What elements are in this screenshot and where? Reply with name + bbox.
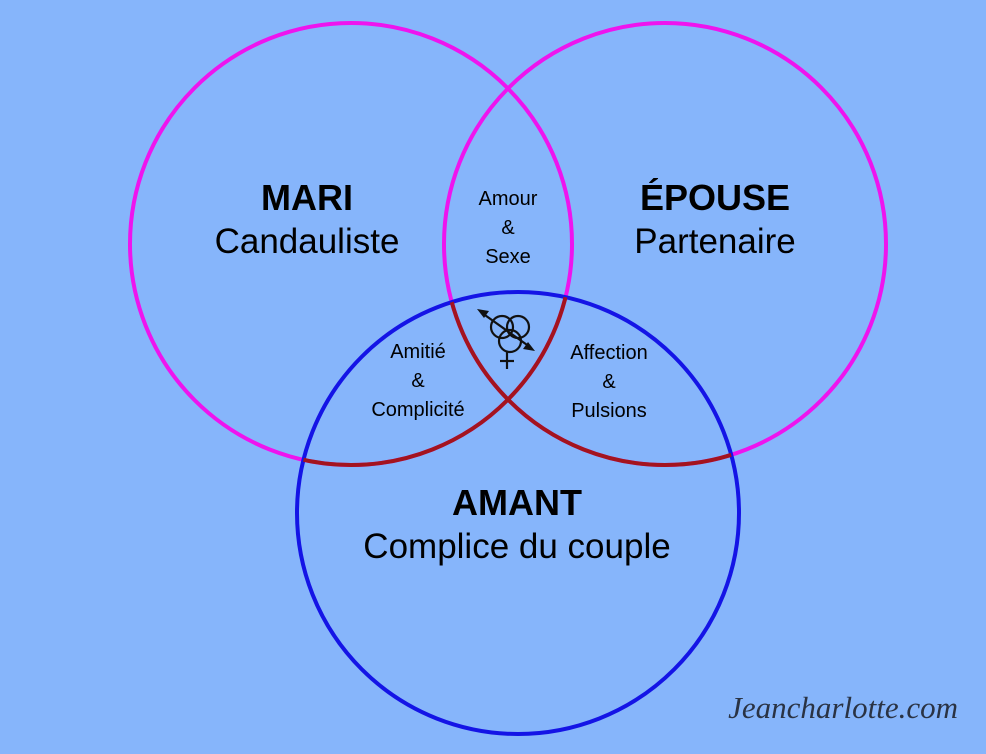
overlap-text: & [411, 370, 425, 392]
overlap-text: Affection [570, 342, 648, 364]
mari-subtitle: Candauliste [214, 222, 400, 261]
mari-title: MARI [261, 177, 353, 218]
amant-title: AMANT [452, 482, 582, 523]
overlap-text: & [602, 371, 616, 393]
mari-label: MARI Candauliste [215, 176, 400, 264]
overlap-epouse-amant: Affection & Pulsions [570, 339, 647, 426]
amant-subtitle: Complice du couple [363, 527, 671, 566]
epouse-title: ÉPOUSE [639, 177, 791, 218]
amant-label: AMANT Complice du couple [363, 481, 670, 569]
overlap-arc-mari [297, 292, 574, 467]
overlap-mari-epouse: Amour & Sexe [479, 185, 538, 272]
epouse-subtitle: Partenaire [634, 222, 796, 261]
circle-amant [295, 290, 741, 736]
overlap-text: Amitié [390, 341, 446, 363]
epouse-label: ÉPOUSE Partenaire [634, 176, 795, 264]
overlap-text: Amour [478, 188, 538, 210]
overlap-text: Sexe [485, 246, 531, 268]
bisexual-triad-symbol-icon [477, 309, 535, 369]
watermark: Jeancharlotte.com [728, 690, 958, 725]
overlap-text: Pulsions [571, 400, 647, 422]
overlap-arc-epouse [442, 292, 739, 467]
overlap-text: & [501, 217, 515, 239]
overlap-text: Complicité [371, 399, 465, 421]
overlap-mari-amant: Amitié & Complicité [371, 338, 464, 425]
